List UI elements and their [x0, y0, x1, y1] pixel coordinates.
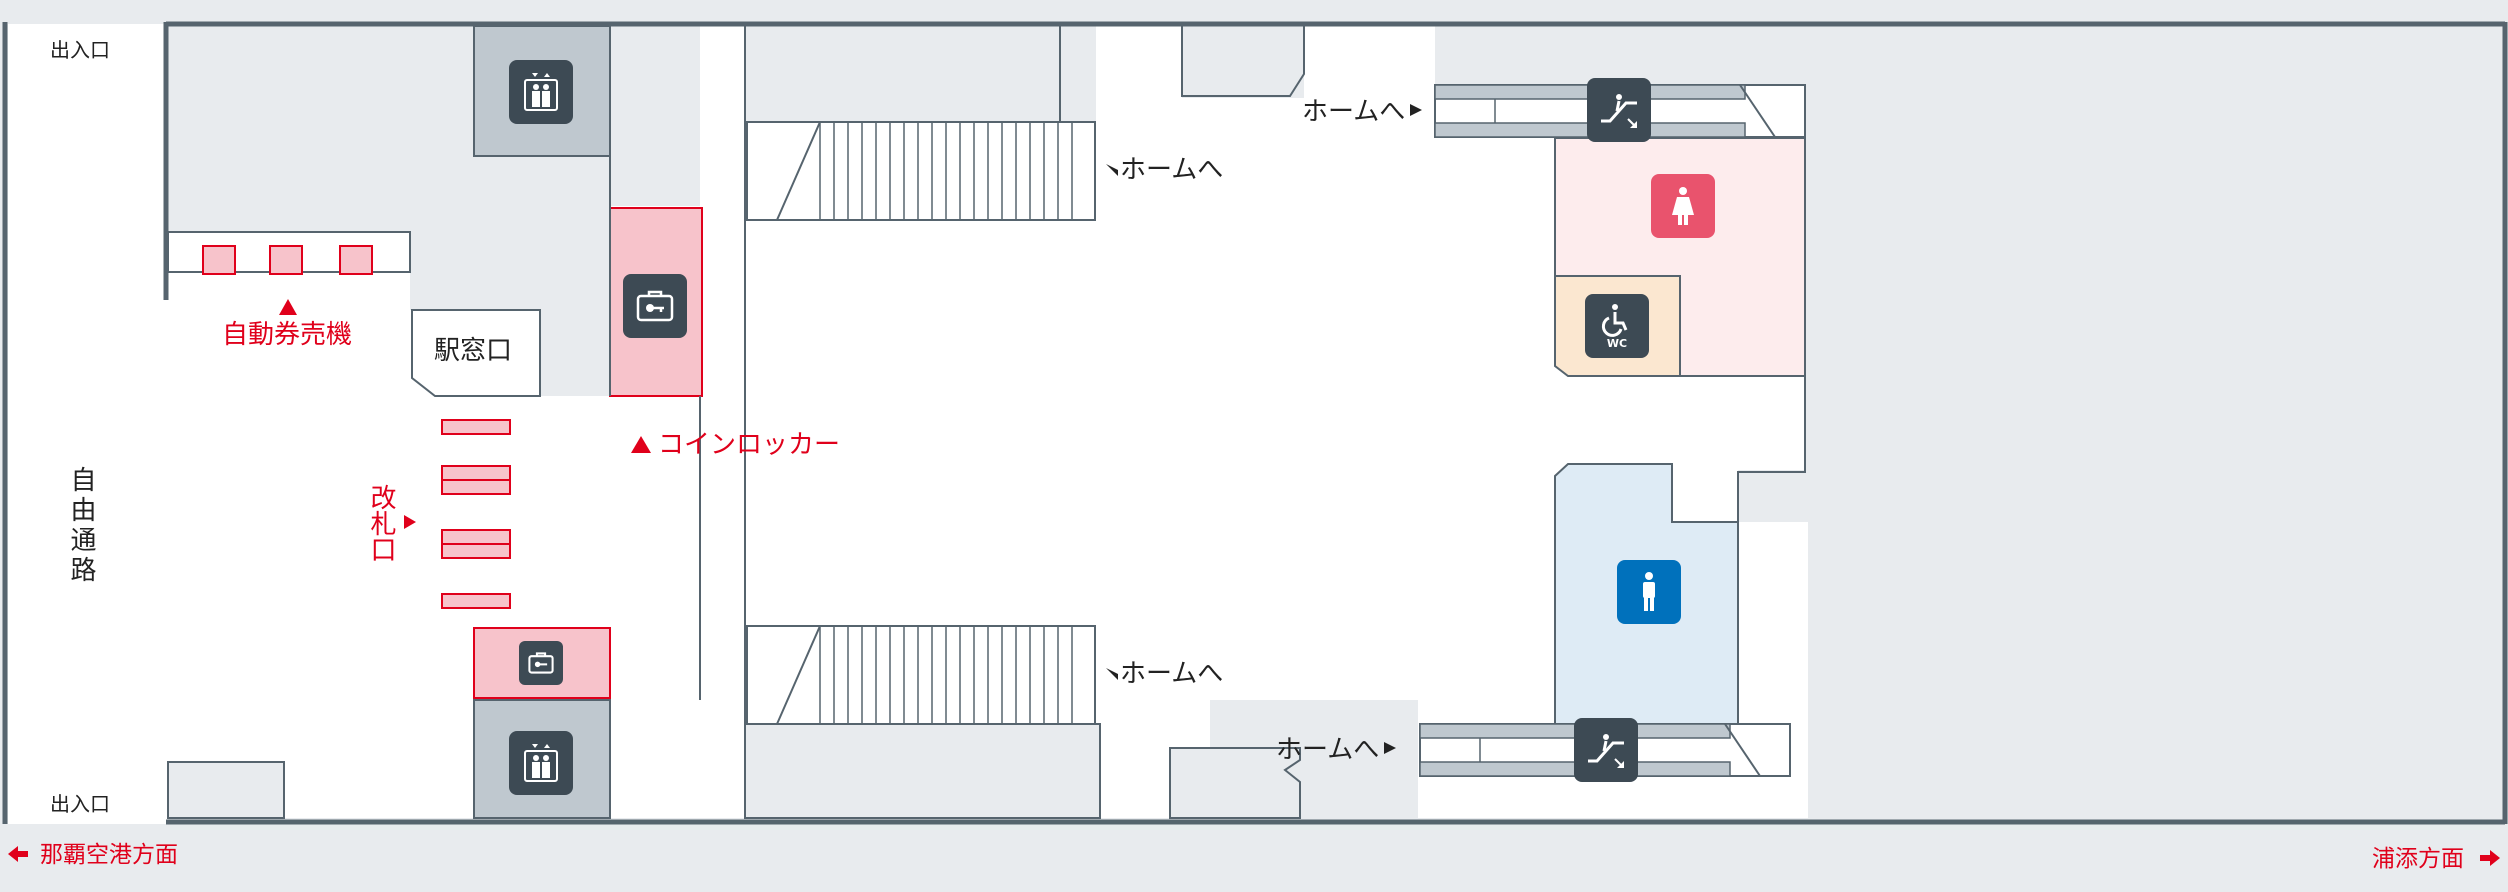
ticket-gate — [441, 419, 511, 435]
grey-block-stairs-top — [744, 23, 1061, 123]
coin-locker-marker — [631, 436, 651, 453]
wall — [473, 26, 611, 396]
svg-text:WC: WC — [1607, 337, 1627, 350]
ticket-machine — [202, 245, 236, 275]
ticket-gate-arrow — [404, 515, 416, 529]
coin-locker-icon — [623, 274, 687, 338]
arrow-left — [1106, 164, 1118, 176]
arrow-left-bottom — [1106, 668, 1118, 680]
free-passage-label: 自由通路 — [66, 466, 96, 586]
grey-block-exit-bottom — [167, 761, 285, 819]
escalator-icon — [1587, 78, 1651, 142]
wall — [1737, 138, 1806, 724]
to-platform-label: ホームへ — [1120, 659, 1224, 689]
direction-arrow-right — [2480, 850, 2500, 866]
coin-locker-icon — [519, 641, 563, 685]
ticket-machine — [339, 245, 373, 275]
grey-block-stairs-bottom — [744, 723, 1101, 819]
direction-urasoe-label: 浦添方面 — [2372, 846, 2464, 872]
concourse-floor — [168, 24, 1808, 818]
ticket-machine-marker — [279, 299, 297, 315]
direction-naha-airport-label: 那覇空港方面 — [40, 842, 178, 868]
grey-block-top — [1181, 24, 1305, 97]
accessible-restroom-icon: WC — [1585, 294, 1649, 358]
to-platform-label: ホームへ — [1276, 735, 1380, 765]
ticket-office-label: 駅窓口 — [434, 336, 513, 366]
escalator-icon — [1574, 718, 1638, 782]
arrow-right — [1410, 104, 1422, 116]
free-passage-floor — [8, 24, 168, 824]
ticket-gate — [441, 593, 511, 609]
ticket-gate-label: 改札口 — [366, 484, 396, 562]
to-platform-label: ホームへ — [1302, 97, 1406, 127]
arrow-right-bottom — [1384, 742, 1396, 754]
direction-arrow-left — [8, 846, 28, 862]
staircase-top — [746, 121, 1096, 221]
ticket-office — [411, 309, 541, 397]
staircase-bottom — [746, 625, 1096, 725]
exit-label-top: 出入口 — [50, 38, 110, 62]
ticket-machine — [269, 245, 303, 275]
to-platform-label: ホームへ — [1120, 155, 1224, 185]
womens-restroom-icon — [1651, 174, 1715, 238]
exit-label-bottom: 出入口 — [50, 792, 110, 816]
grey-block-bottom — [1169, 747, 1301, 819]
mens-restroom-icon — [1617, 560, 1681, 624]
elevator-icon — [509, 60, 573, 124]
coin-lockers-label: コインロッカー — [658, 430, 841, 460]
elevator-icon — [509, 731, 573, 795]
ticket-machines-label: 自動券売機 — [222, 320, 353, 350]
